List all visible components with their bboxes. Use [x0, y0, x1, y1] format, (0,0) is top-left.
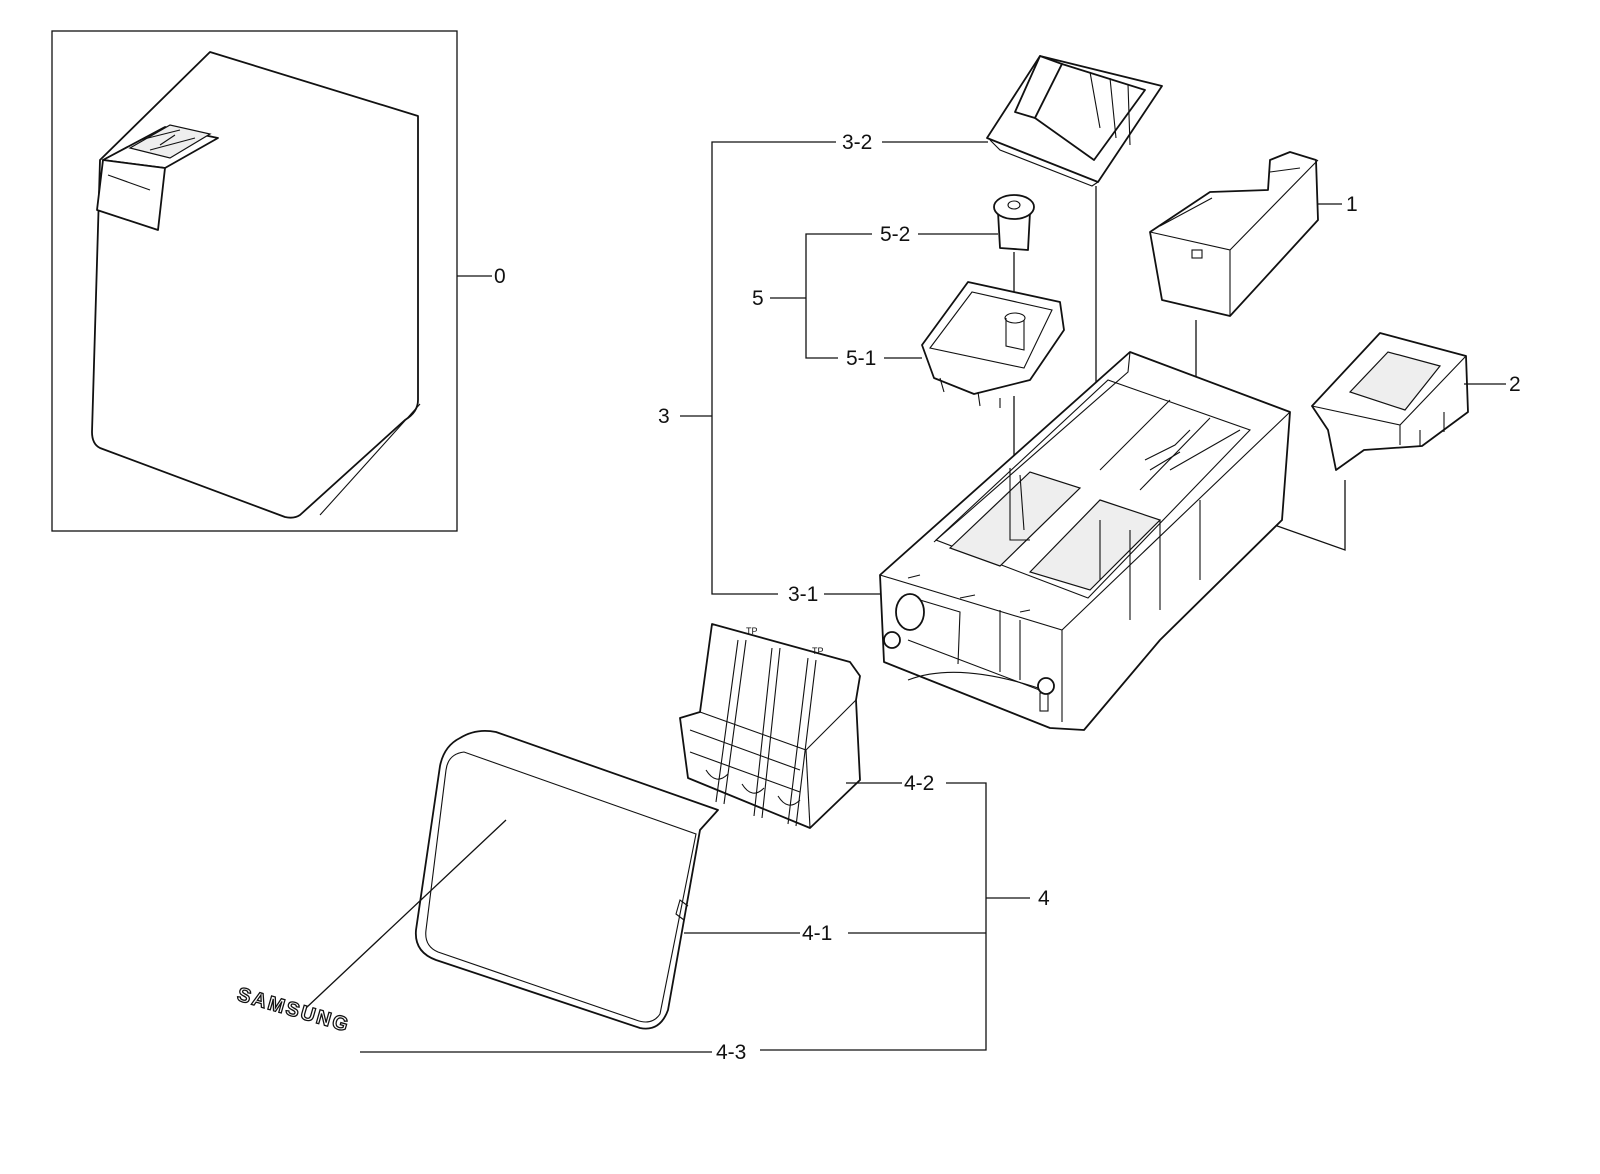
- bracket-4: [760, 782, 987, 1051]
- callout-2: 2: [1509, 373, 1521, 396]
- callout-4-2: 4-2: [904, 772, 934, 795]
- part-5-1-cup: [921, 281, 1065, 408]
- callout-5-1: 5-1: [846, 347, 876, 370]
- part-3-2-tray: [986, 55, 1163, 187]
- part-3-1-housing: [879, 351, 1291, 731]
- callout-5-2: 5-2: [880, 223, 910, 246]
- callout-3-2: 3-2: [842, 131, 872, 154]
- callout-5: 5: [752, 287, 764, 310]
- part-1-insert: [1149, 151, 1319, 317]
- part-4-3-logo-badge: SAMSUNG: [235, 984, 353, 1037]
- part-4-2-frame: TP TP: [679, 623, 861, 829]
- leader-4-3-to-panel: [305, 819, 507, 1009]
- callout-3-1: 3-1: [788, 583, 818, 606]
- svg-text:TP: TP: [746, 626, 758, 636]
- part-5-2-cap: [993, 194, 1035, 251]
- bracket-3: [711, 141, 836, 595]
- callout-0: 0: [494, 265, 506, 288]
- callout-4-1: 4-1: [802, 922, 832, 945]
- callout-1: 1: [1346, 193, 1358, 216]
- callout-3: 3: [658, 405, 670, 428]
- bracket-5: [805, 233, 872, 359]
- part-2-insert: [1311, 332, 1469, 471]
- callout-4: 4: [1038, 887, 1050, 910]
- part-0-overview-inset: [51, 30, 458, 532]
- part-4-1-front-panel: [414, 729, 719, 1030]
- svg-text:TP: TP: [812, 646, 824, 656]
- callout-4-3: 4-3: [716, 1041, 746, 1064]
